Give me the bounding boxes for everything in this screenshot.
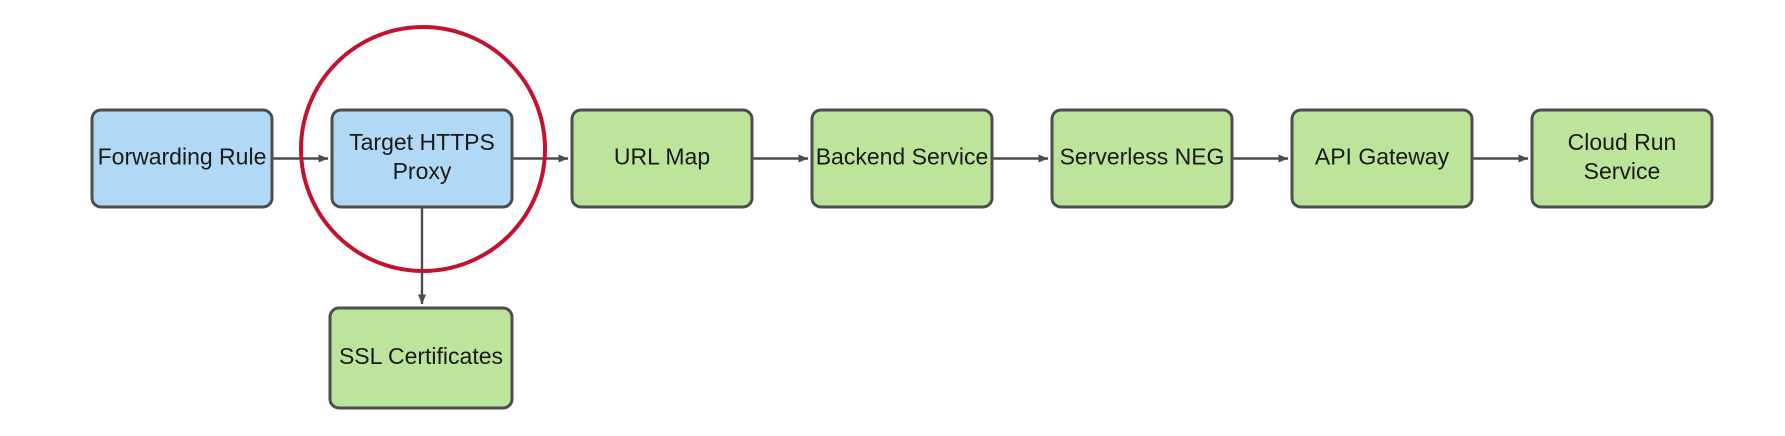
highlight-target-https-proxy: [299, 25, 547, 273]
node-label-api-gateway: API Gateway: [1315, 144, 1450, 170]
node-label-serverless-neg: Serverless NEG: [1060, 144, 1225, 170]
node-box-serverless-neg[interactable]: [1050, 108, 1234, 209]
annotations-layer: [299, 25, 547, 273]
node-label-forwarding-rule: Forwarding Rule: [98, 144, 267, 170]
node-box-ssl-certificates[interactable]: [328, 306, 514, 410]
node-label-ssl-certificates: SSL Certificates: [339, 343, 503, 369]
node-serverless-neg[interactable]: Serverless NEG: [1050, 108, 1234, 209]
node-box-cloud-run-service[interactable]: [1530, 108, 1714, 209]
node-backend-service[interactable]: Backend Service: [810, 108, 994, 209]
node-box-api-gateway[interactable]: [1290, 108, 1474, 209]
node-url-map[interactable]: URL Map: [570, 108, 754, 209]
node-forwarding-rule[interactable]: Forwarding Rule: [90, 108, 274, 209]
node-label-url-map: URL Map: [614, 144, 710, 170]
node-api-gateway[interactable]: API Gateway: [1290, 108, 1474, 209]
node-ssl-certificates[interactable]: SSL Certificates: [328, 306, 514, 410]
node-box-backend-service[interactable]: [810, 108, 994, 209]
edges-layer: [272, 154, 1529, 305]
node-label-backend-service: Backend Service: [816, 144, 989, 170]
node-box-target-https-proxy[interactable]: [330, 108, 514, 209]
node-box-url-map[interactable]: [570, 108, 754, 209]
node-box-forwarding-rule[interactable]: [90, 108, 274, 209]
